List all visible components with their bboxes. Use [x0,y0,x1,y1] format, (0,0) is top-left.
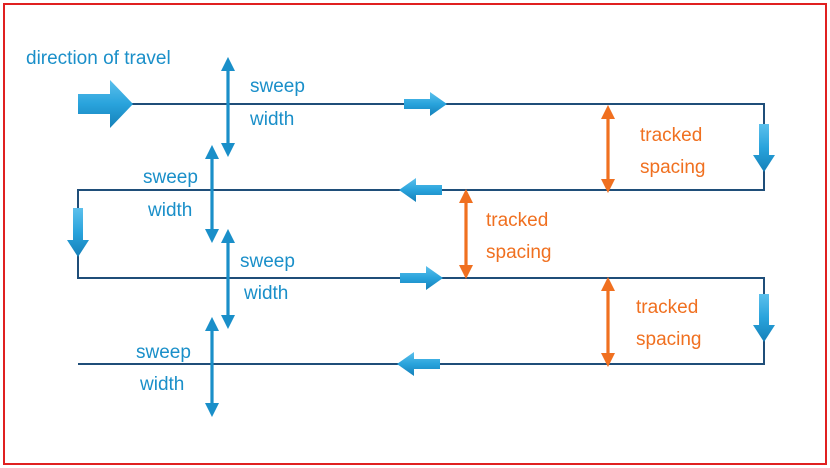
block-arrow-icon [753,124,775,172]
direction-label: direction of travel [26,48,171,69]
block-arrow-icon [753,294,775,342]
sweep-label-3: sweep width [240,251,295,304]
block-arrow-icon [78,80,133,128]
svg-text:width: width [243,283,288,304]
block-arrow-icon [399,178,442,202]
sweep-label-1: sweep width [249,76,305,130]
spacing-arrows [458,104,616,368]
spacing-label-3: tracked spacing [636,297,702,350]
svg-text:tracked: tracked [640,125,702,146]
svg-text:width: width [249,109,294,130]
svg-text:sweep: sweep [250,76,305,97]
svg-text:width: width [147,200,192,221]
svg-text:sweep: sweep [143,167,198,188]
svg-text:spacing: spacing [640,157,706,178]
svg-text:tracked: tracked [486,210,548,231]
block-arrow-icon [400,266,443,290]
travel-arrows [67,80,775,376]
sweep-label-4: sweep width [136,342,191,395]
sweep-arrows [204,56,236,418]
block-arrow-icon [67,208,89,257]
sweep-label-2: sweep width [143,167,198,221]
block-arrow-icon [397,352,440,376]
svg-text:sweep: sweep [240,251,295,272]
diagram-frame [3,3,827,465]
svg-text:spacing: spacing [486,242,552,263]
svg-text:tracked: tracked [636,297,698,318]
svg-text:width: width [139,374,184,395]
svg-text:spacing: spacing [636,329,702,350]
spacing-label-2: tracked spacing [486,210,552,263]
svg-text:sweep: sweep [136,342,191,363]
block-arrow-icon [404,92,447,116]
spacing-label-1: tracked spacing [640,125,706,178]
